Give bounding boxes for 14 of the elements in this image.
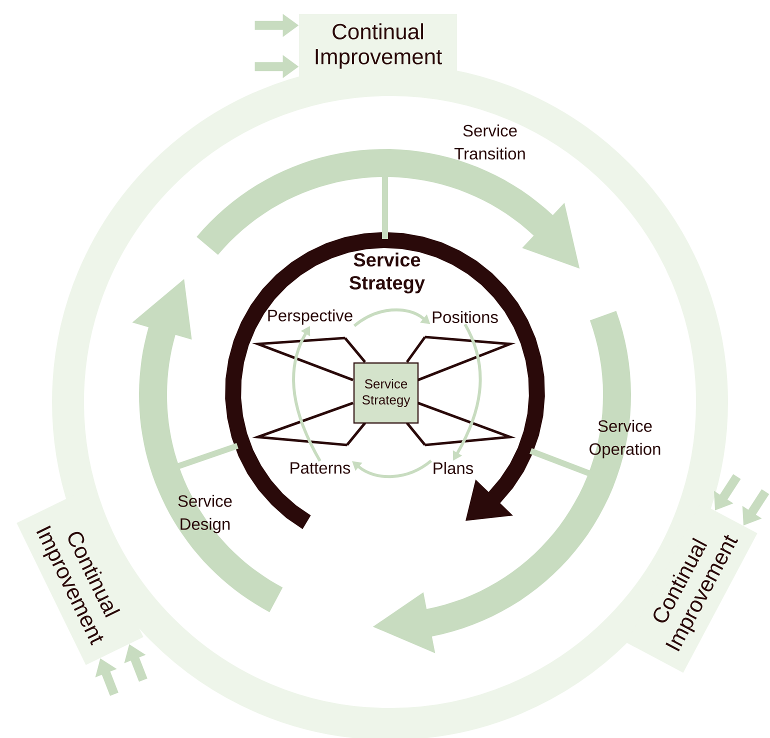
spoke-line bbox=[530, 448, 592, 477]
spoke-line bbox=[382, 175, 388, 239]
aspect-label: Patterns bbox=[290, 462, 350, 474]
node-label: Continual Improvement bbox=[316, 23, 442, 69]
aspect-label: Perspective bbox=[268, 309, 352, 325]
improvement-band: Continual Improvement bbox=[299, 14, 457, 78]
aspect-label: Plans bbox=[434, 462, 474, 474]
stage-label: Service Design bbox=[178, 494, 232, 534]
aspect-label: Positions bbox=[432, 310, 498, 324]
strategy-box: Service Strategy bbox=[353, 362, 419, 424]
stage-label: Service Transition bbox=[454, 124, 525, 160]
stage-label: Service Operation bbox=[590, 420, 660, 458]
spoke-line bbox=[176, 442, 238, 470]
strategy-heading: Service Strategy bbox=[350, 252, 425, 294]
